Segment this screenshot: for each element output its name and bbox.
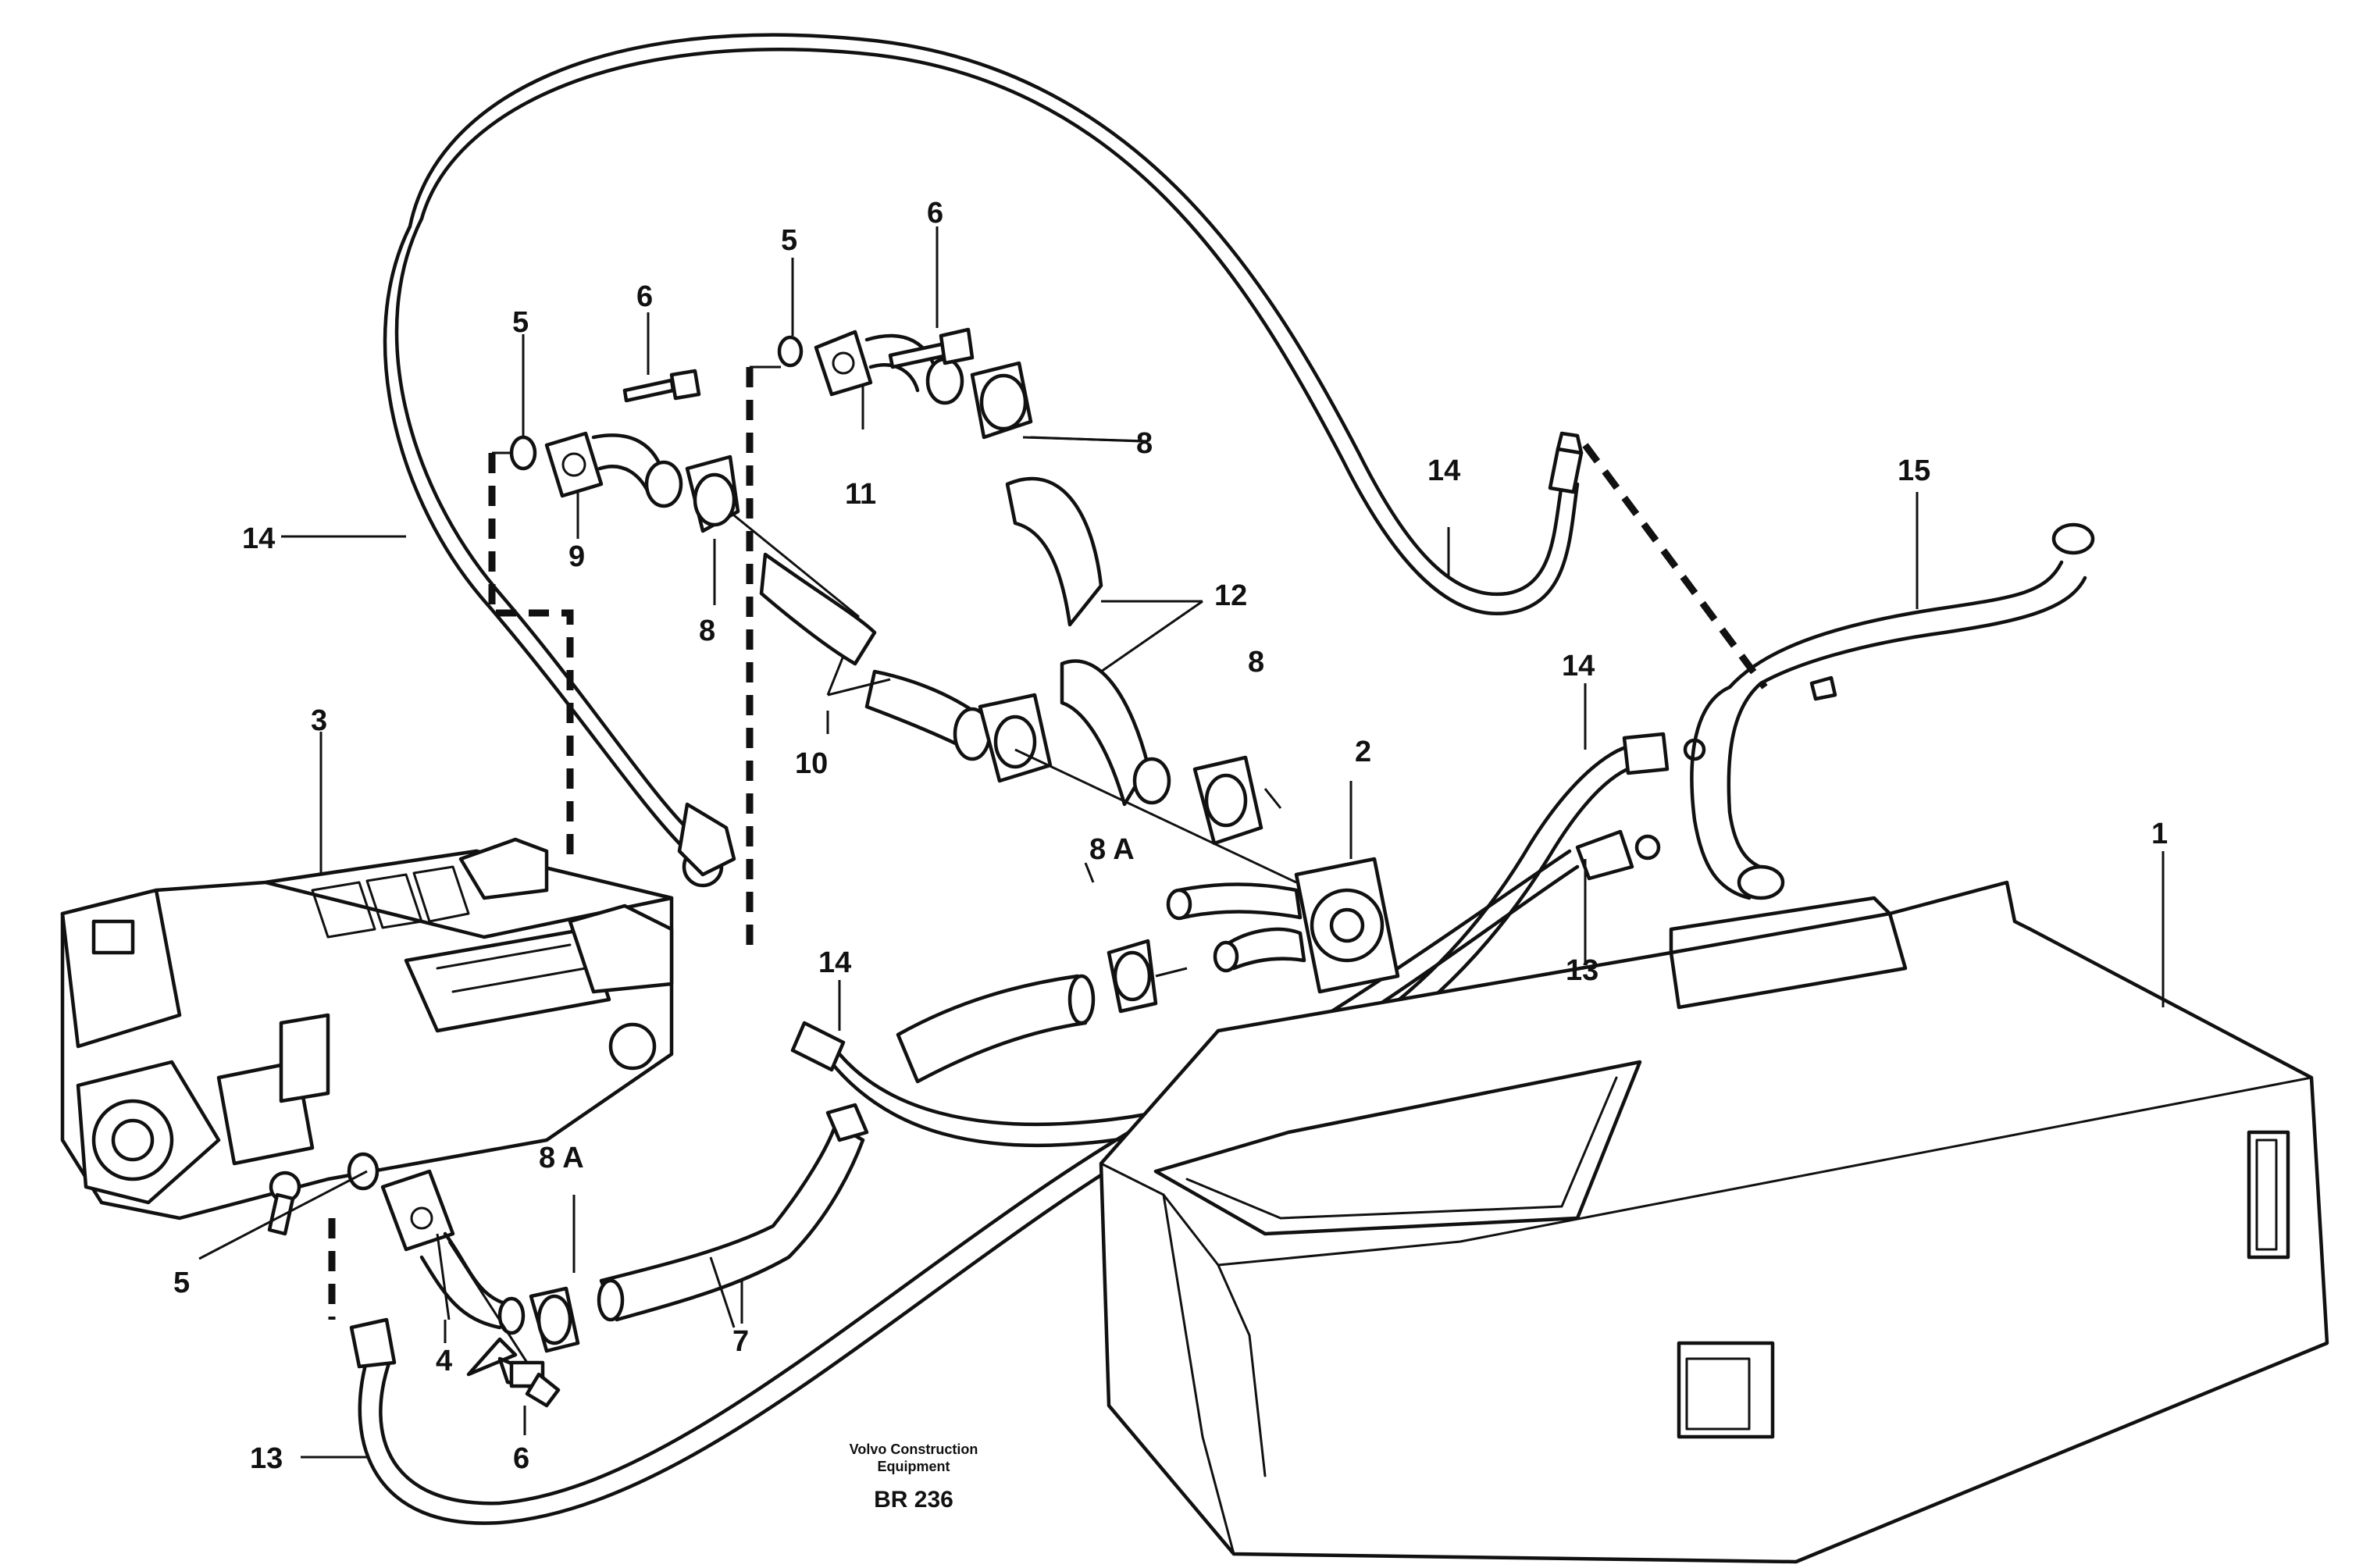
label-clamp-8a-lower: 8 A [539, 1142, 584, 1174]
label-hose-14-top: 14 [1427, 454, 1460, 487]
label-clamp-right-mid: 8 [1248, 646, 1264, 679]
pump-head [1166, 781, 1400, 994]
hose-14-loop [383, 33, 1584, 857]
label-clamp-left: 8 [699, 615, 715, 647]
valve-block [60, 802, 736, 1236]
label-hose-14-mid: 14 [818, 946, 851, 979]
label-hose-14-right: 14 [1562, 650, 1595, 682]
label-clamp-8a-mid: 8 A [1089, 833, 1135, 866]
label-screw-upper-mid: 6 [927, 197, 943, 230]
label-leaders [198, 226, 1919, 1459]
clamp-8a-hose [896, 939, 1188, 1084]
label-elbow-upper-mid: 11 [845, 478, 876, 511]
assembly-lines [328, 365, 1768, 1320]
label-hose-pair: 10 [795, 747, 828, 780]
publisher-line-1: Volvo Construction [850, 1441, 978, 1457]
publisher-line-2: Equipment [878, 1459, 950, 1474]
label-screw-lower: 6 [513, 1442, 529, 1475]
label-pipe-15: 15 [1898, 454, 1930, 487]
lower-elbow-group [347, 1103, 869, 1408]
pipe-15 [1690, 522, 2095, 900]
label-elbow-upper-left: 9 [568, 540, 585, 573]
label-pump-head: 2 [1355, 736, 1371, 768]
label-hose-13-lower: 13 [250, 1442, 283, 1475]
hose-13-long [349, 829, 1661, 1525]
label-seal-lower: 5 [173, 1267, 190, 1299]
label-seal-upper-mid: 5 [781, 224, 797, 257]
reference-code: BR 236 [874, 1487, 953, 1513]
hydraulic-tank [1099, 851, 2329, 1564]
label-seal-upper-left: 5 [512, 306, 529, 339]
part-labels: 1 2 3 4 5 5 5 6 6 6 7 8 8 8 8 A 8 A 9 10… [173, 197, 2168, 1475]
label-tank: 1 [2151, 818, 2168, 850]
elbow-group-left [509, 369, 1297, 884]
caption: Volvo Construction Equipment BR 236 [850, 1441, 978, 1513]
elbow-group-mid [777, 327, 1263, 846]
label-valve-block: 3 [311, 704, 327, 737]
label-hose-12-pair: 12 [1214, 579, 1247, 612]
label-clamp-right-top: 8 [1136, 427, 1153, 460]
label-elbow-lower: 4 [436, 1345, 452, 1377]
label-hose-13-right: 13 [1566, 954, 1598, 987]
label-screw-upper-left: 6 [636, 280, 653, 313]
label-hose-14-left: 14 [242, 522, 275, 555]
label-hose-lower: 7 [732, 1325, 749, 1358]
